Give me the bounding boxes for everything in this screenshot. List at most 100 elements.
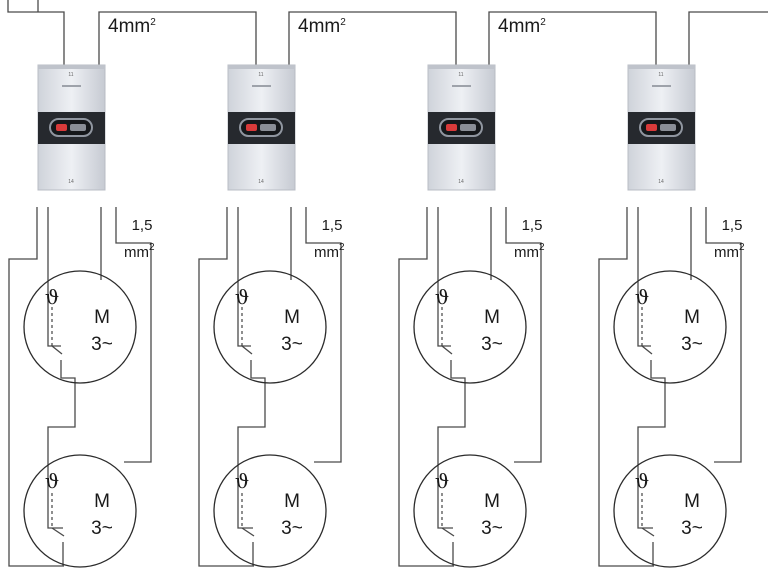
thermal-switch-blade [641,527,655,537]
breaker-trip-indicator [646,124,657,131]
control-wire-1 [237,207,251,347]
breaker-terminal-top: 11 [458,72,463,78]
motor: ϑM3~ [413,270,527,384]
motor-wiring [398,207,542,567]
thermal-symbol: ϑ [45,285,59,309]
motor-symbol: M [284,491,300,512]
motor-wiring [198,207,342,567]
thermal-switch-blade [441,527,455,537]
control-wire-1 [637,207,651,347]
supply-link-wire [288,11,457,65]
power-wire-2 [305,207,342,463]
breaker-terminal-bottom: 14 [458,179,464,185]
control-wire-2 [237,360,266,529]
power-wire-2 [505,207,542,463]
control-wire-outer [198,207,254,567]
supply-cable-label: 4mm2 [108,16,156,37]
motor: ϑM 3~ [413,454,527,568]
control-wire-1 [47,207,61,347]
motor-phase: 3~ [481,518,503,539]
motor-phase: 3~ [91,334,113,355]
breaker-top-edge [628,65,695,69]
motor-cable-label-line2: mm2 [514,242,545,261]
breaker-reset-button [460,124,476,131]
power-wire-2 [115,207,152,463]
breaker-marking [252,85,271,87]
thermal-switch-blade [241,527,255,537]
breaker-marking [62,85,81,87]
motor-cable-label-line2: mm2 [314,242,345,261]
motor-phase: 3~ [91,518,113,539]
motor: ϑM3~ [23,270,137,384]
breaker-trip-indicator [246,124,257,131]
breaker-terminal-bottom: 14 [68,179,74,185]
thermal-switch-blade [641,345,653,355]
motor-cable-label-line1: 1,5 [322,217,343,234]
breaker-reset-button [660,124,676,131]
thermal-symbol: ϑ [235,285,249,309]
motor-circle [213,270,327,384]
motor-symbol: M [684,307,700,328]
thermal-contact [51,493,65,537]
thermal-symbol: ϑ [635,285,649,309]
thermal-symbol: ϑ [45,469,59,493]
motor-cable-label-line1: 1,5 [132,217,153,234]
motor-symbol: M [484,491,500,512]
supply-wire-out [688,11,768,65]
motor: ϑM3~ [23,454,137,568]
motor-circle [413,270,527,384]
motor-circle [613,454,727,568]
thermal-symbol: ϑ [435,469,449,493]
thermal-switch-blade [51,527,65,537]
control-wire-1 [437,207,451,347]
supply-link-wire [488,11,657,65]
motor-circle [213,454,327,568]
thermal-contact [241,493,255,537]
control-wire-2 [437,360,466,529]
motor-phase: 3~ [681,334,703,355]
thermal-symbol: ϑ [635,469,649,493]
thermal-contact [51,307,63,355]
motor-breaker: 11 14 [627,64,696,191]
control-wire-outer [398,207,454,567]
thermal-contact [241,307,253,355]
supply-cable-label: 4mm2 [298,16,346,37]
power-wire-2 [705,207,742,463]
breaker-top-edge [38,65,105,69]
motor-cable-label-line1: 1,5 [522,217,543,234]
motor-cable-label-line2: mm2 [714,242,745,261]
thermal-switch-blade [441,345,453,355]
motor-circle [23,454,137,568]
breaker-terminal-top: 11 [258,72,263,78]
supply-link-wire [98,11,257,65]
breaker-terminal-top: 11 [658,72,663,78]
breaker-trip-indicator [446,124,457,131]
thermal-switch-blade [241,345,253,355]
thermal-switch-blade [51,345,63,355]
breaker-reset-button [70,124,86,131]
motor-cable-label-line2: mm2 [124,242,155,261]
thermal-symbol: ϑ [435,285,449,309]
control-wire-outer [598,207,654,567]
motor-circle [23,270,137,384]
breaker-marking [452,85,471,87]
thermal-contact [641,307,653,355]
breaker-terminal-top: 11 [68,72,73,78]
motor: ϑM 3~ [213,270,327,384]
motor-phase: 3~ [281,334,303,355]
breaker-marking [652,85,671,87]
thermal-contact [641,493,655,537]
breaker-terminal-bottom: 14 [658,179,664,185]
motor-phase: 3~ [281,518,303,539]
motor-symbol: M [484,307,500,328]
motor-symbol: M [284,307,300,328]
